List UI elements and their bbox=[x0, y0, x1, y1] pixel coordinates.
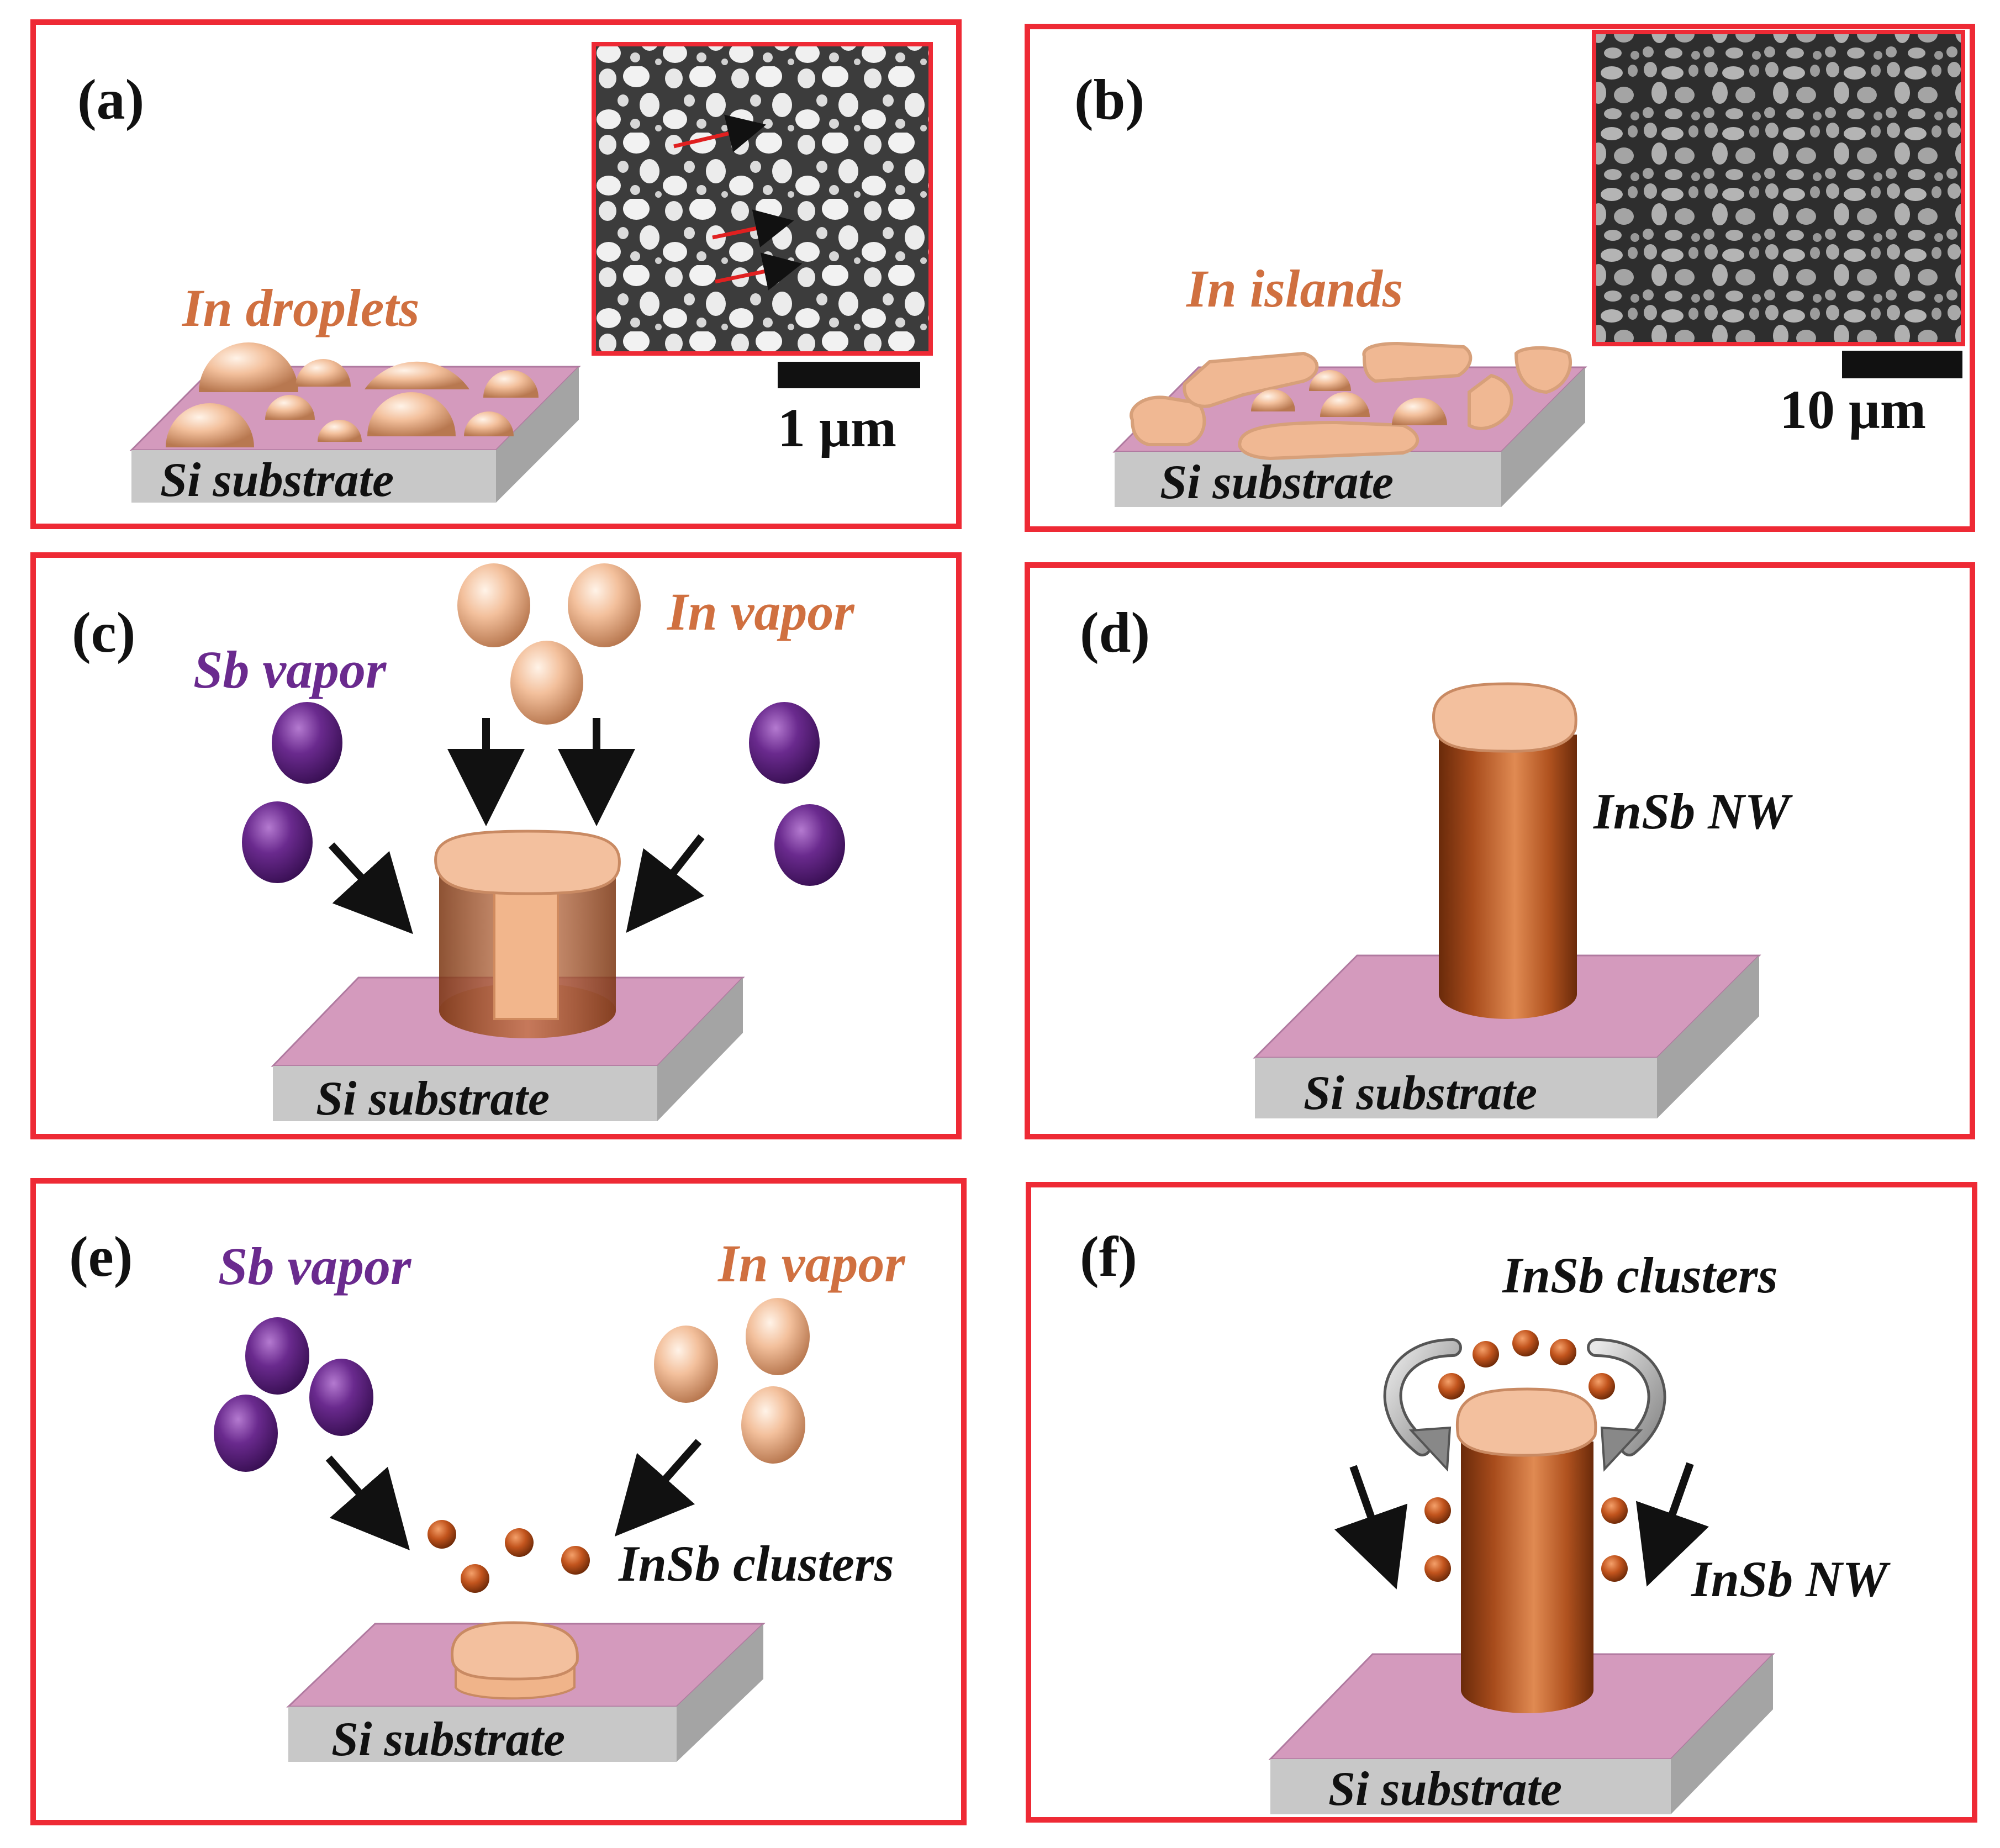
panel-b-sem-inset bbox=[1592, 30, 1965, 346]
panel-c-sb-atoms bbox=[242, 702, 845, 886]
panel-c-substrate-label: Si substrate bbox=[316, 1072, 550, 1126]
panel-c-arrows bbox=[328, 718, 705, 934]
panel-f-nanowire bbox=[1455, 1387, 1597, 1713]
panel-d-nw-label: InSb NW bbox=[1593, 783, 1793, 839]
panel-a-frame bbox=[30, 19, 962, 529]
panel-d-substrate-label: Si substrate bbox=[1304, 1066, 1537, 1120]
panel-d: (d) Si substrate InSb NW bbox=[1025, 562, 1975, 1139]
panel-d-nanowire bbox=[1432, 682, 1577, 1019]
panel-e-sb-atoms bbox=[214, 1317, 373, 1472]
panel-e-in-atoms bbox=[654, 1298, 810, 1464]
panel-b-frame bbox=[1025, 24, 1975, 532]
panel-a-scale-bar bbox=[778, 362, 920, 388]
panel-b-scale-label: 10 μm bbox=[1780, 379, 1926, 440]
panel-f-frame bbox=[1026, 1182, 1977, 1823]
panel-e-substrate-label: Si substrate bbox=[331, 1713, 565, 1766]
panel-b-scale-bar bbox=[1842, 351, 1962, 378]
panel-c-tag: (c) bbox=[72, 601, 135, 664]
panel-f-cluster-label: InSb clusters bbox=[1502, 1247, 1778, 1303]
panel-d-frame bbox=[1025, 562, 1975, 1139]
panel-f-substrate: Si substrate bbox=[1268, 1653, 1775, 1816]
panel-b-small-domes bbox=[1251, 370, 1447, 425]
panel-e-arrows bbox=[325, 1439, 702, 1551]
panel-a-scale-label: 1 μm bbox=[778, 397, 896, 458]
panel-c: (c) Sb vapor In vapor Si substrate bbox=[30, 552, 962, 1139]
panel-a-in-droplets bbox=[166, 342, 539, 447]
panel-c-frame bbox=[30, 552, 962, 1139]
panel-b-islands-label: In islands bbox=[1186, 259, 1403, 318]
panel-b-tag: (b) bbox=[1074, 68, 1144, 131]
panel-b: (b) Si substrate In islands 10 μm bbox=[1025, 24, 1975, 532]
panel-e-frame bbox=[30, 1178, 967, 1825]
panel-f-nw-label: InSb NW bbox=[1691, 1551, 1891, 1607]
panel-e-in-seed bbox=[451, 1621, 579, 1700]
panel-b-in-islands bbox=[1130, 341, 1572, 461]
panel-a-sem-inset bbox=[592, 42, 933, 356]
panel-a-tag: (a) bbox=[77, 68, 144, 131]
panel-a: (a) Si substrate In droplets bbox=[30, 19, 962, 529]
panel-c-in-atoms bbox=[457, 563, 641, 725]
panel-f-clusters bbox=[1424, 1330, 1628, 1582]
panel-f-tag: (f) bbox=[1080, 1225, 1137, 1289]
panel-d-tag: (d) bbox=[1080, 601, 1150, 664]
panel-b-substrate-label: Si substrate bbox=[1160, 456, 1394, 509]
panel-f-arrows bbox=[1334, 1462, 1709, 1590]
panel-f: (f) InSb clusters Si substrate bbox=[1026, 1182, 1977, 1823]
panel-e: (e) Sb vapor In vapor InSb clusters bbox=[30, 1178, 967, 1825]
panel-f-curved-arrows bbox=[1383, 1338, 1666, 1472]
panel-e-in-label: In vapor bbox=[717, 1234, 906, 1293]
panel-a-droplets-label: In droplets bbox=[182, 278, 419, 337]
panel-a-substrate-label: Si substrate bbox=[160, 453, 394, 507]
panel-c-in-label: In vapor bbox=[667, 582, 855, 641]
panel-e-tag: (e) bbox=[69, 1225, 133, 1289]
panel-e-sb-label: Sb vapor bbox=[218, 1237, 412, 1296]
panel-f-substrate-label: Si substrate bbox=[1328, 1762, 1562, 1816]
panel-e-cluster-label: InSb clusters bbox=[618, 1535, 894, 1592]
panel-c-growing-nanowire bbox=[434, 830, 621, 1038]
panel-c-sb-label: Sb vapor bbox=[193, 640, 387, 699]
panel-e-clusters bbox=[428, 1520, 590, 1593]
